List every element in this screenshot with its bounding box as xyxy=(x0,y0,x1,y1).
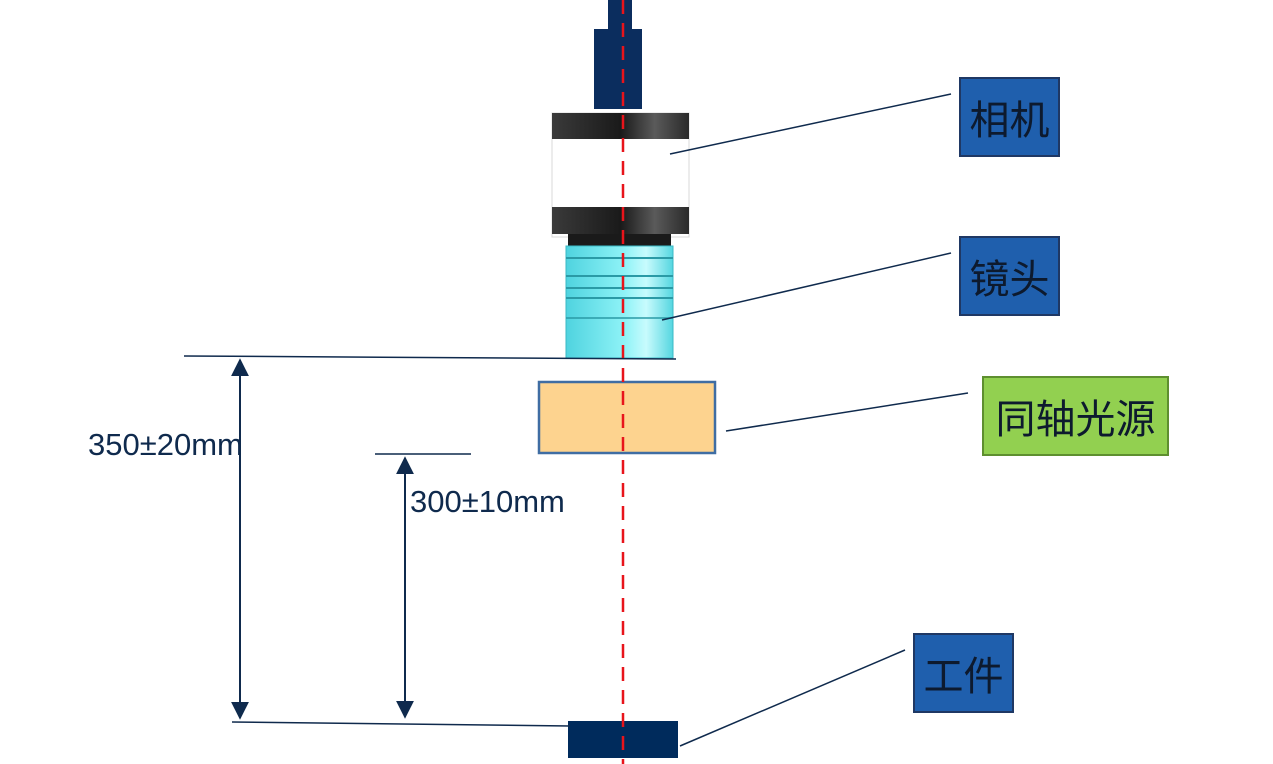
outer-dimension-text: 350±20mm xyxy=(88,427,243,462)
light-leader-line xyxy=(725,392,969,432)
camera-connector xyxy=(594,0,642,109)
lens-label: 镜头 xyxy=(959,236,1060,316)
coaxial-light-source xyxy=(537,380,717,455)
camera-body xyxy=(551,112,690,246)
lens-reference-line xyxy=(183,355,677,360)
camera-label: 相机 xyxy=(959,77,1060,157)
inner-dimension-text: 300±10mm xyxy=(410,484,565,519)
camera-leader-line xyxy=(669,93,952,155)
workpiece-leader-line xyxy=(679,649,906,747)
workpiece-label: 工件 xyxy=(913,633,1014,713)
lens-leader-line xyxy=(661,252,952,321)
coaxial-light-label: 同轴光源 xyxy=(982,376,1169,456)
lens xyxy=(565,245,674,359)
workpiece-reference-line xyxy=(231,721,571,727)
